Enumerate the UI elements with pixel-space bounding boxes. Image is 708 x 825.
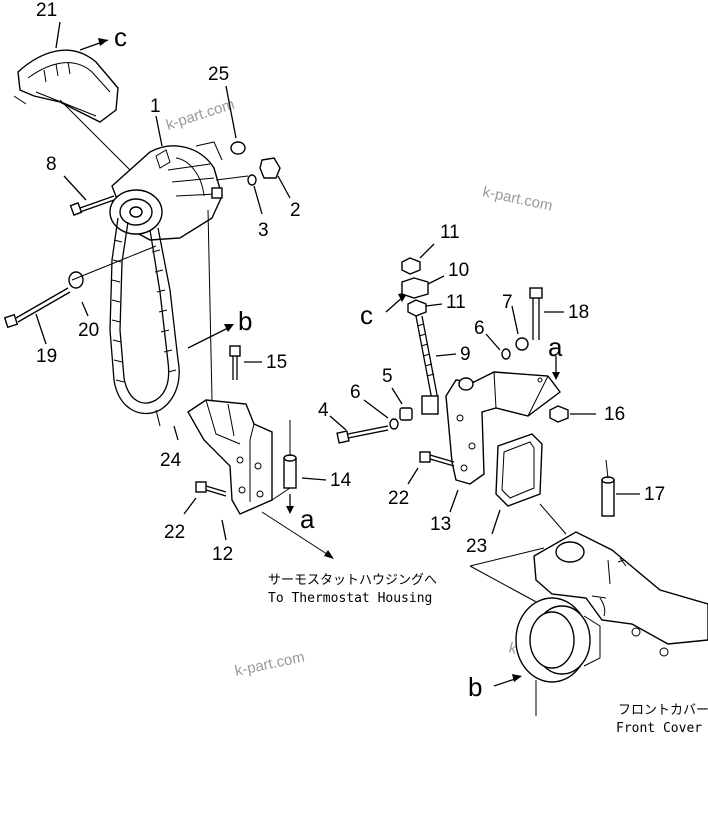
front-cover-note-jp: フロントカバー	[618, 703, 708, 718]
part-2-nut	[259, 157, 281, 179]
part-9-adjust-bolt	[415, 315, 439, 415]
part-number-22-right: 22	[388, 488, 409, 509]
thermostat-note-en: To Thermostat Housing	[268, 591, 432, 606]
part-number-21: 21	[36, 0, 57, 21]
part-number-15: 15	[266, 352, 287, 373]
pulley	[515, 597, 601, 683]
part-17-dowel	[601, 476, 615, 517]
part-12-bracket	[187, 399, 273, 515]
watermark: k-part.com	[481, 183, 554, 214]
part-number-25: 25	[208, 64, 229, 85]
ref-c-mid: c	[360, 300, 373, 330]
part-number-9: 9	[460, 344, 471, 365]
part-25-bushing	[230, 141, 246, 155]
watermark: k-part.com	[164, 96, 237, 134]
part-number-13: 13	[430, 514, 451, 535]
part-number-11-bottom: 11	[446, 292, 466, 313]
part-number-6-right: 6	[474, 318, 485, 339]
alternator	[109, 141, 223, 241]
v-belt	[109, 217, 180, 415]
part-14-dowel	[283, 454, 297, 489]
part-5-spacer	[399, 407, 413, 421]
part-number-12: 12	[212, 544, 233, 565]
thermostat-note-jp: サーモスタットハウジングへ	[268, 573, 437, 588]
part-10-clamp	[401, 277, 429, 299]
part-number-3: 3	[258, 220, 269, 241]
part-13-bracket	[445, 371, 561, 485]
part-number-1: 1	[150, 96, 161, 117]
part-number-22-left: 22	[164, 522, 185, 543]
part-7-spacer	[515, 337, 529, 351]
part-4-bolt	[336, 425, 389, 444]
part-number-14: 14	[330, 470, 352, 491]
part-11-nut-top	[401, 257, 421, 275]
part-16-nut	[549, 405, 569, 423]
part-number-23: 23	[466, 536, 487, 557]
front-cover-note-en: Front Cover	[616, 721, 702, 736]
part-number-17: 17	[644, 484, 665, 505]
front-cover	[533, 531, 708, 657]
part-8-bolt	[69, 195, 115, 216]
part-15-bolt	[229, 345, 241, 380]
part-number-16: 16	[604, 404, 625, 425]
part-number-4: 4	[318, 400, 329, 421]
part-number-19: 19	[36, 346, 57, 367]
belt-cover	[13, 49, 131, 171]
part-number-10: 10	[448, 260, 469, 281]
part-22-bolt-right	[419, 451, 455, 467]
part-number-6-left: 6	[350, 382, 361, 403]
part-22-bolt-left	[195, 481, 227, 497]
part-11-nut-bottom	[407, 299, 427, 317]
ref-a-right: a	[548, 332, 563, 362]
part-number-5: 5	[382, 366, 393, 387]
ref-a-left: a	[300, 504, 315, 534]
part-number-20: 20	[78, 320, 99, 341]
part-19-long-bolt	[3, 287, 71, 329]
part-23-gasket	[495, 433, 543, 507]
part-20-spacer	[68, 271, 84, 289]
part-number-8: 8	[46, 154, 57, 175]
ref-b-low: b	[468, 672, 482, 702]
ref-c-top: c	[114, 22, 127, 52]
part-number-7: 7	[502, 292, 513, 313]
part-3-washer	[247, 174, 257, 186]
ref-b-mid: b	[238, 306, 252, 336]
part-number-24: 24	[160, 450, 182, 471]
part-6-washer-right	[501, 348, 511, 360]
part-number-2: 2	[290, 200, 301, 221]
part-6-washer	[389, 418, 399, 430]
watermark: k-part.com	[233, 649, 306, 680]
part-number-11-top: 11	[440, 222, 460, 243]
part-number-18: 18	[568, 302, 589, 323]
part-18-bolt	[529, 287, 543, 340]
